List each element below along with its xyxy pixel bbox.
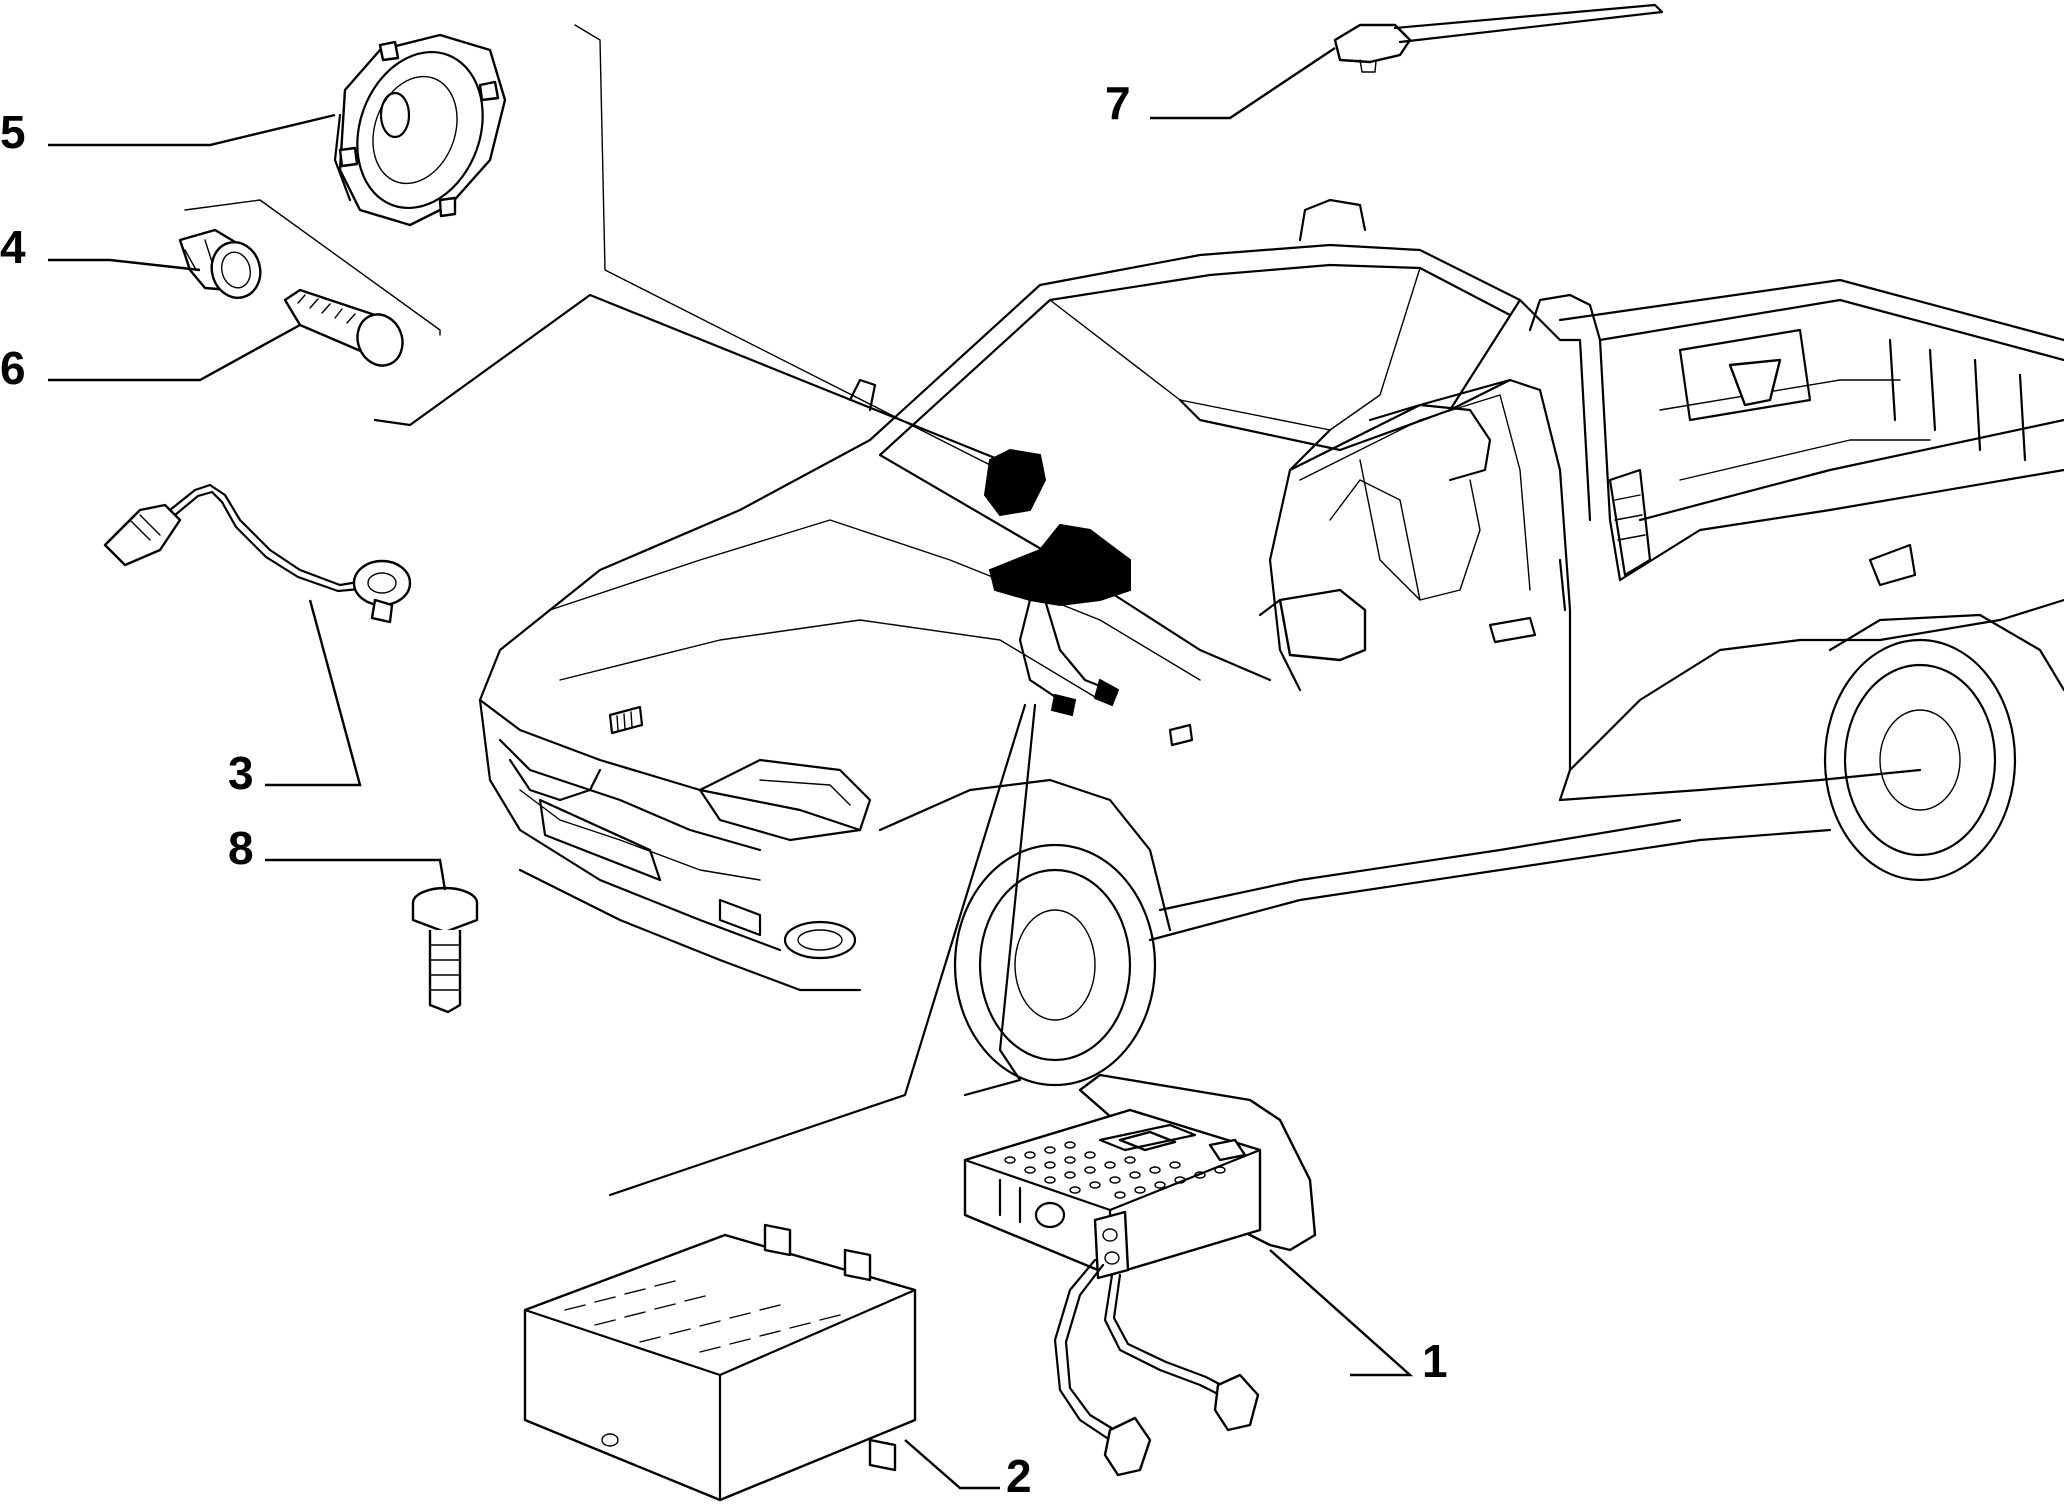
callout-6: 6 [0,342,26,394]
part-2-amplifier [523,1223,917,1502]
callout-1: 1 [1422,1335,1448,1387]
part-1-radio [963,1073,1317,1477]
amplifier-vent-slots [564,1280,841,1353]
part-3-antenna-cable [103,483,412,624]
leader-lines [48,24,1414,1490]
callout-2: 2 [1006,1450,1032,1502]
radio-vent-holes [1004,1141,1226,1199]
callout-7: 7 [1105,77,1131,129]
part-4-clip [178,228,262,299]
callout-5: 5 [0,106,26,158]
part-8-bolt [411,886,479,1014]
callout-3: 3 [228,747,254,799]
part-5-speaker [333,33,507,227]
pickup-vehicle-drawing [478,198,2064,1087]
callout-4: 4 [0,221,26,273]
part-7-roof-antenna [1333,3,1664,73]
part-6-screw [283,288,404,367]
callout-8: 8 [228,822,254,874]
callout-labels: 5 4 6 3 8 7 1 2 [0,77,1448,1502]
